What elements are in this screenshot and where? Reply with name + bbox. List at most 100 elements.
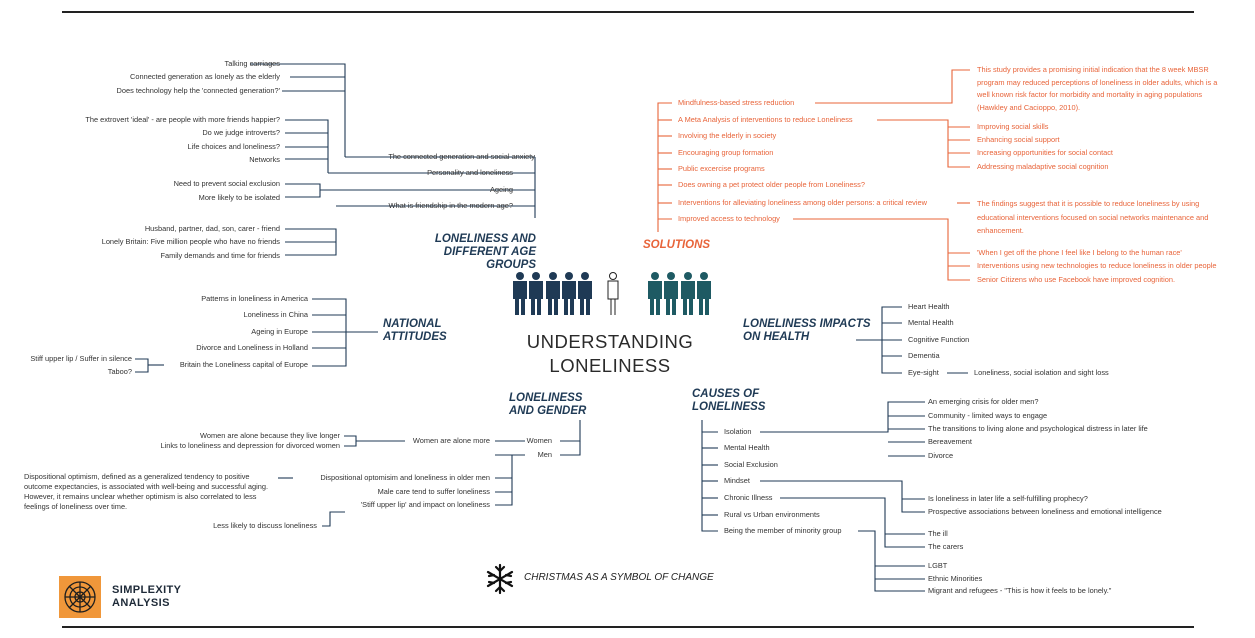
britain-sub-item: Stiff upper lip / Suffer in silence xyxy=(30,354,132,363)
solution-item: A Meta Analysis of interventions to redu… xyxy=(678,115,853,124)
meta-analysis-item: Enhancing social support xyxy=(977,135,1060,144)
person-figure xyxy=(664,272,678,315)
meta-analysis-item: Addressing maladaptive social cognition xyxy=(977,162,1109,171)
age-item: Talking carriages xyxy=(224,59,280,68)
logo-line2: ANALYSIS xyxy=(112,597,170,609)
age-item: Life choices and loneliness? xyxy=(187,142,280,151)
national-item: Britain the Loneliness capital of Europe xyxy=(179,360,308,369)
men-item: Dispositional optomisim and loneliness i… xyxy=(320,473,490,482)
person-figure xyxy=(513,272,527,315)
cause-item: Rural vs Urban environments xyxy=(724,510,820,519)
age-item: The extrovert 'ideal' - are people with … xyxy=(85,115,280,124)
age-item: Lonely Britain: Five million people who … xyxy=(101,237,280,246)
health-item: Dementia xyxy=(908,351,940,360)
person-figure xyxy=(562,272,576,315)
health-item: Cognitive Function xyxy=(908,335,970,344)
men-item: Male care tend to suffer loneliness xyxy=(377,487,490,496)
cause-item: Isolation xyxy=(724,427,752,436)
review-note: The findings suggest that it is possible… xyxy=(977,199,1209,235)
gender-men-label: Men xyxy=(537,450,552,459)
health-item: Mental Health xyxy=(908,318,954,327)
age-item: Family demands and time for friends xyxy=(160,251,280,260)
women-item: Women are alone because they live longer xyxy=(200,431,340,440)
minority-sub: Ethnic Minorities xyxy=(928,574,983,583)
minority-sub: LGBT xyxy=(928,561,948,570)
person-figure xyxy=(529,272,543,315)
illness-sub: The carers xyxy=(928,542,964,551)
national-item: Divorce and Loneliness in Holland xyxy=(196,343,308,352)
top-rule xyxy=(62,11,1194,13)
gender-heading: LONELINESS AND GENDER xyxy=(509,392,587,417)
causes-heading: CAUSES OF LONELINESS xyxy=(692,388,766,413)
cause-item: Chronic Illness xyxy=(724,493,773,502)
women-item: Links to loneliness and depression for d… xyxy=(160,441,340,450)
technology-item: Senior Citizens who use Facebook have im… xyxy=(977,275,1176,284)
person-figure xyxy=(546,272,560,315)
bottom-rule xyxy=(62,626,1194,628)
age-groups-heading: LONELINESS AND DIFFERENT AGE GROUPS xyxy=(434,233,536,271)
eyesight-sub: Loneliness, social isolation and sight l… xyxy=(974,368,1109,377)
mindset-sub: Prospective associations between lonelin… xyxy=(928,507,1162,516)
central-title: UNDERSTANDING LONELINESS xyxy=(526,331,694,376)
age-branch-label: What is friendship in the modern age? xyxy=(388,201,513,210)
health-heading: LONELINESS IMPACTS ON HEALTH xyxy=(743,318,871,343)
national-attitudes-heading: NATIONAL ATTITUDES xyxy=(383,318,447,343)
age-item: Do we judge introverts? xyxy=(202,128,280,137)
person-figure xyxy=(578,272,592,315)
national-item: Ageing in Europe xyxy=(251,327,308,336)
solution-item: Encouraging group formation xyxy=(678,148,774,157)
national-item: Loneliness in China xyxy=(243,310,308,319)
logo-line1: SIMPLEXITY xyxy=(112,584,182,596)
solution-item: Involving the elderly in society xyxy=(678,131,777,140)
lonely-person-outline xyxy=(607,272,619,315)
health-item: Heart Health xyxy=(908,302,950,311)
age-item: Husband, partner, dad, son, carer - frie… xyxy=(144,224,280,233)
meta-analysis-item: Improving social skills xyxy=(977,122,1049,131)
age-branch-label: Ageing xyxy=(489,185,513,194)
isolation-sub: An emerging crisis for older men? xyxy=(928,397,1039,406)
person-figure xyxy=(681,272,695,315)
isolation-sub: The transitions to living alone and psyc… xyxy=(928,424,1148,433)
optimism-note: Dispositional optimism, defined as a gen… xyxy=(24,472,269,511)
isolation-sub: Bereavement xyxy=(928,437,972,446)
spiral-logo-icon xyxy=(64,581,96,613)
britain-sub-item: Taboo? xyxy=(107,367,132,376)
health-item: Eye-sight xyxy=(908,368,939,377)
people-figures-graphic xyxy=(513,272,711,315)
simplexity-logo xyxy=(59,576,101,618)
women-branch-label: Women are alone more xyxy=(412,436,490,445)
isolation-sub: Divorce xyxy=(928,451,954,460)
age-item: More likely to be isolated xyxy=(198,193,280,202)
solution-item: Improved access to technology xyxy=(678,214,780,223)
mbsr-note: This study provides a promising initial … xyxy=(977,65,1218,112)
solution-item: Public excercise programs xyxy=(678,164,765,173)
gender-women-label: Women xyxy=(526,436,552,445)
isolation-sub: Community - limited ways to engage xyxy=(928,411,1048,420)
men-item: 'Stiff upper lip' and impact on loneline… xyxy=(360,500,490,509)
meta-analysis-item: Increasing opportunities for social cont… xyxy=(977,148,1113,157)
national-item: Patterns in loneliness in America xyxy=(201,294,308,303)
technology-item: 'When I get off the phone I feel like I … xyxy=(977,248,1182,257)
minority-sub: Migrant and refugees - "This is how it f… xyxy=(928,586,1112,595)
stiff-lip-sub: Less likely to discuss loneliness xyxy=(213,521,317,530)
age-branch-label: The connected generation and social anxi… xyxy=(388,152,535,161)
solution-item: Interventions for alleviating loneliness… xyxy=(678,198,927,207)
mindset-sub: Is loneliness in later life a self-fulfi… xyxy=(928,494,1088,503)
age-item: Does technology help the 'connected gene… xyxy=(116,86,280,95)
solutions-heading: SOLUTIONS xyxy=(643,239,711,251)
illness-sub: The ill xyxy=(928,529,948,538)
solution-item: Mindfulness-based stress reduction xyxy=(678,98,795,107)
person-figure xyxy=(697,272,711,315)
age-branch-label: Personality and loneliness xyxy=(427,168,513,177)
cause-item: Mental Health xyxy=(724,443,770,452)
age-item: Need to prevent social exclusion xyxy=(173,179,280,188)
age-item: Networks xyxy=(249,155,280,164)
cause-item: Mindset xyxy=(724,476,750,485)
solution-item: Does owning a pet protect older people f… xyxy=(678,180,865,189)
cause-item: Being the member of minority group xyxy=(724,526,842,535)
snowflake-icon xyxy=(486,563,514,595)
logo-wordmark: SIMPLEXITY ANALYSIS xyxy=(112,584,181,610)
age-item: Connected generation as lonely as the el… xyxy=(130,72,280,81)
cause-item: Social Exclusion xyxy=(724,460,778,469)
